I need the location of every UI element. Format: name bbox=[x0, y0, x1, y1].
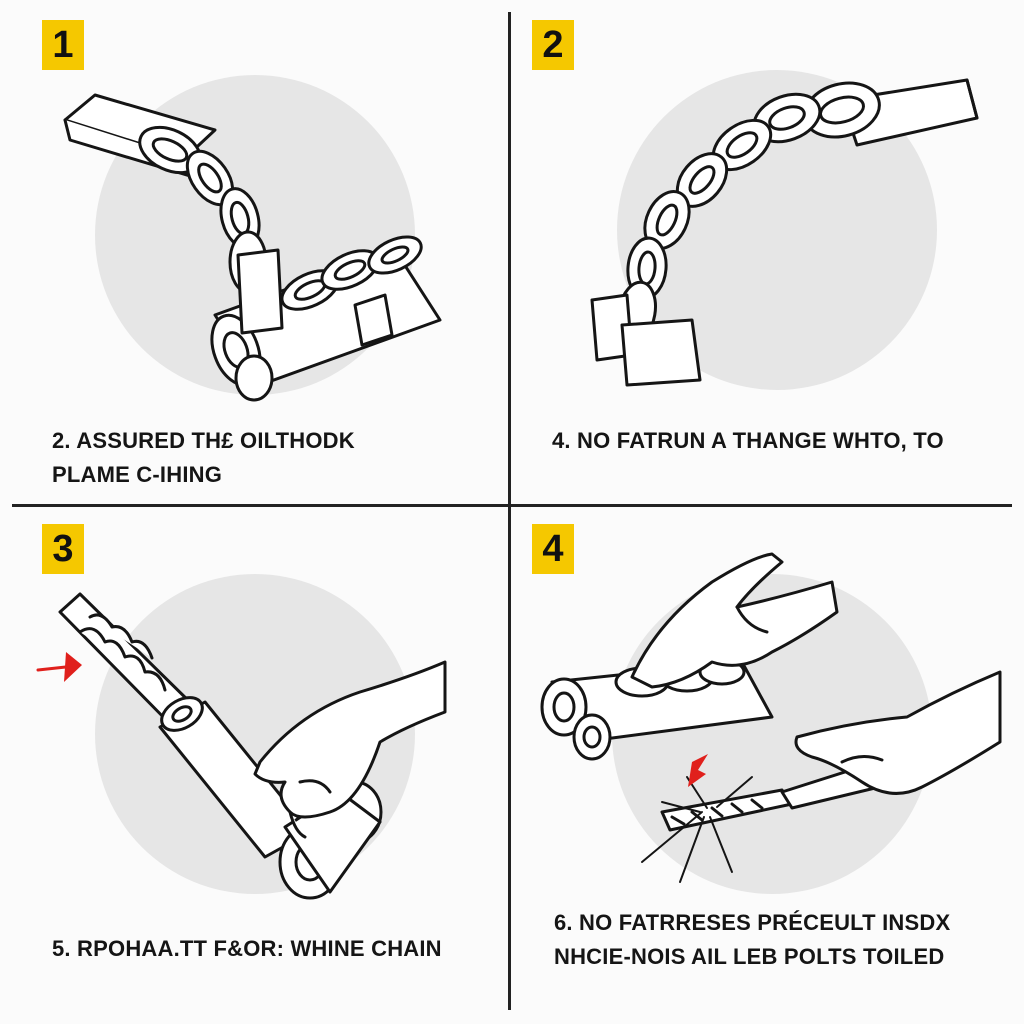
panel-2: 2 4. NO FATRUN A THANGE WHTO, TO bbox=[512, 0, 1008, 492]
panel-4: 4 bbox=[512, 512, 1008, 1004]
caption-line-1: 2. ASSURED TH£ OILTHODK bbox=[52, 428, 355, 453]
chain-wrapped-bar-illustration bbox=[590, 78, 979, 387]
step-badge-2: 2 bbox=[532, 20, 574, 70]
caption-line-2: NHCIE-NOIS AIL LEB POLTS TOILED bbox=[554, 944, 945, 969]
step-caption-2: 4. NO FATRUN A THANGE WHTO, TO bbox=[552, 424, 944, 458]
horizontal-divider bbox=[12, 504, 1012, 507]
hand-cutting-chain-illustration bbox=[36, 592, 447, 900]
panel-3: 3 5. RPOHAA.TT F&OR: WHINE bbox=[0, 512, 496, 1004]
hands-with-cutter-illustration bbox=[540, 552, 1002, 883]
step-caption-3: 5. RPOHAA.TT F&OR: WHINE CHAIN bbox=[52, 932, 442, 966]
chain-on-bar-illustration bbox=[63, 93, 442, 402]
caption-line-1: 4. NO FATRUN A THANGE WHTO, TO bbox=[552, 428, 944, 453]
step-caption-1: 2. ASSURED TH£ OILTHODK PLAME C-IHING bbox=[52, 424, 355, 492]
panel-1: 1 bbox=[0, 0, 496, 492]
step-badge-4: 4 bbox=[532, 524, 574, 574]
caption-line-1: 5. RPOHAA.TT F&OR: WHINE CHAIN bbox=[52, 936, 442, 961]
caption-line-1: 6. NO FATRRESES PRÉCEULT INSDX bbox=[554, 910, 951, 935]
step-badge-1: 1 bbox=[42, 20, 84, 70]
vertical-divider bbox=[508, 12, 511, 1010]
step-caption-4: 6. NO FATRRESES PRÉCEULT INSDX NHCIE-NO… bbox=[554, 906, 950, 974]
step-badge-3: 3 bbox=[42, 524, 84, 574]
caption-line-2: PLAME C-IHING bbox=[52, 462, 223, 487]
